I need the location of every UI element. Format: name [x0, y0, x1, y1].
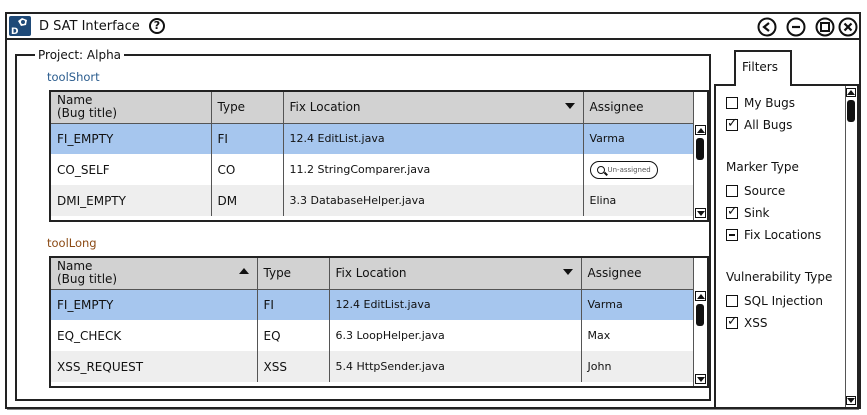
sort-up-icon[interactable] [238, 268, 249, 274]
column-header-name[interactable]: Name (Bug title) [51, 92, 212, 124]
cell-name: DMI_EMPTY [51, 185, 212, 216]
column-header-fix-location[interactable]: Fix Location [283, 92, 584, 124]
filter-all-bugs[interactable]: All Bugs [726, 116, 792, 132]
checkbox-sink[interactable] [726, 204, 738, 219]
cell-type: FI [211, 123, 284, 154]
checkbox-my-bugs[interactable] [726, 97, 738, 109]
filter-xss[interactable]: XSS [726, 314, 767, 330]
scroll-thumb[interactable] [847, 100, 855, 122]
tool-long-table: Name (Bug title) Type Fix Location Assig… [49, 256, 709, 388]
cell-name: FI_EMPTY [51, 289, 258, 320]
checkbox-sql-injection[interactable] [726, 295, 738, 307]
column-header-type[interactable]: Type [211, 92, 284, 124]
back-icon[interactable] [757, 17, 777, 37]
close-icon[interactable] [838, 17, 858, 37]
tool-long-scrollbar[interactable] [693, 289, 707, 386]
tab-filters[interactable]: Filters [734, 50, 792, 86]
scroll-up-icon[interactable] [695, 291, 706, 301]
cell-assignee: John [581, 351, 694, 382]
tool-short-table: Name (Bug title) Type Fix Location Assig… [49, 90, 709, 222]
cell-assignee: Un-assigned [583, 154, 694, 185]
vulnerability-type-heading: Vulnerability Type [726, 270, 833, 284]
cell-location: 3.3 DatabaseHelper.java [283, 185, 584, 216]
cell-assignee: Max [581, 320, 694, 351]
divider [7, 409, 859, 410]
table-row[interactable]: EQ_CHECK EQ 6.3 LoopHelper.java Max [51, 320, 694, 351]
cell-type: CO [211, 154, 284, 185]
app-window: D D SAT Interface ? Project: Alpha toolS… [5, 12, 861, 410]
column-header-type[interactable]: Type [257, 258, 330, 290]
table-row[interactable]: XSS_REQUEST XSS 5.4 HttpSender.java John [51, 351, 694, 382]
title-bar: D D SAT Interface ? [7, 14, 859, 40]
table-row[interactable]: CO_SELF CO 11.2 StringComparer.java Un-a… [51, 154, 694, 185]
cell-type: XSS [257, 351, 330, 382]
column-header-fix-location[interactable]: Fix Location [329, 258, 582, 290]
cell-location: 6.3 LoopHelper.java [329, 320, 582, 351]
sort-down-icon[interactable] [562, 269, 573, 275]
minimize-icon[interactable] [786, 17, 806, 37]
tool-long-label: toolLong [47, 236, 97, 250]
cell-assignee: Elina [583, 185, 694, 216]
checkbox-source[interactable] [726, 185, 738, 197]
window-title: D SAT Interface [39, 19, 140, 34]
tool-short-scrollbar[interactable] [693, 123, 707, 220]
table-row[interactable]: DMI_EMPTY DM 3.3 DatabaseHelper.java Eli… [51, 185, 694, 216]
checkbox-fix-locations[interactable] [726, 229, 738, 241]
cell-name: FI_EMPTY [51, 123, 212, 154]
scroll-up-icon[interactable] [695, 125, 706, 135]
project-label: Project: Alpha [35, 48, 125, 62]
content-area: Project: Alpha toolShort Name (Bug title… [7, 40, 859, 410]
scroll-thumb[interactable] [696, 304, 704, 326]
checkbox-all-bugs[interactable] [726, 116, 738, 131]
cell-name: CO_SELF [51, 154, 212, 185]
scroll-thumb[interactable] [696, 138, 704, 160]
cell-type: EQ [257, 320, 330, 351]
app-logo-icon: D [9, 16, 31, 36]
cell-location: 5.4 HttpSender.java [329, 351, 582, 382]
column-header-assignee[interactable]: Assignee [581, 258, 694, 290]
filter-fix-locations[interactable]: Fix Locations [726, 228, 821, 242]
cell-type: FI [257, 289, 330, 320]
filters-panel: My Bugs All Bugs Marker Type Source Sink… [714, 84, 859, 409]
table-row[interactable]: FI_EMPTY FI 12.4 EditList.java Varma [51, 123, 694, 154]
column-header-assignee[interactable]: Assignee [583, 92, 694, 124]
assign-search-pill[interactable]: Un-assigned [589, 160, 658, 179]
filter-sink[interactable]: Sink [726, 204, 770, 220]
search-icon [596, 165, 605, 174]
tool-short-label: toolShort [47, 70, 100, 84]
scroll-down-icon[interactable] [695, 374, 706, 384]
cell-type: DM [211, 185, 284, 216]
help-icon[interactable]: ? [149, 18, 165, 34]
marker-type-heading: Marker Type [726, 160, 799, 174]
scroll-down-icon[interactable] [846, 396, 856, 405]
cell-assignee: Varma [583, 123, 694, 154]
cell-name: XSS_REQUEST [51, 351, 258, 382]
cell-assignee: Varma [581, 289, 694, 320]
sort-down-icon[interactable] [564, 103, 575, 109]
checkbox-xss[interactable] [726, 314, 738, 329]
maximize-icon[interactable] [815, 17, 835, 37]
project-group [15, 54, 711, 401]
column-header-name[interactable]: Name (Bug title) [51, 258, 258, 290]
filter-source[interactable]: Source [726, 184, 785, 198]
table-row[interactable]: FI_EMPTY FI 12.4 EditList.java Varma [51, 289, 694, 320]
cell-name: EQ_CHECK [51, 320, 258, 351]
filter-my-bugs[interactable]: My Bugs [726, 96, 795, 110]
cell-location: 12.4 EditList.java [329, 289, 582, 320]
scroll-down-icon[interactable] [695, 208, 706, 218]
cell-location: 12.4 EditList.java [283, 123, 584, 154]
scroll-up-icon[interactable] [846, 88, 856, 97]
svg-text:D: D [11, 27, 18, 36]
filters-scrollbar[interactable] [845, 86, 857, 407]
cell-location: 11.2 StringComparer.java [283, 154, 584, 185]
filter-sql-injection[interactable]: SQL Injection [726, 294, 823, 308]
